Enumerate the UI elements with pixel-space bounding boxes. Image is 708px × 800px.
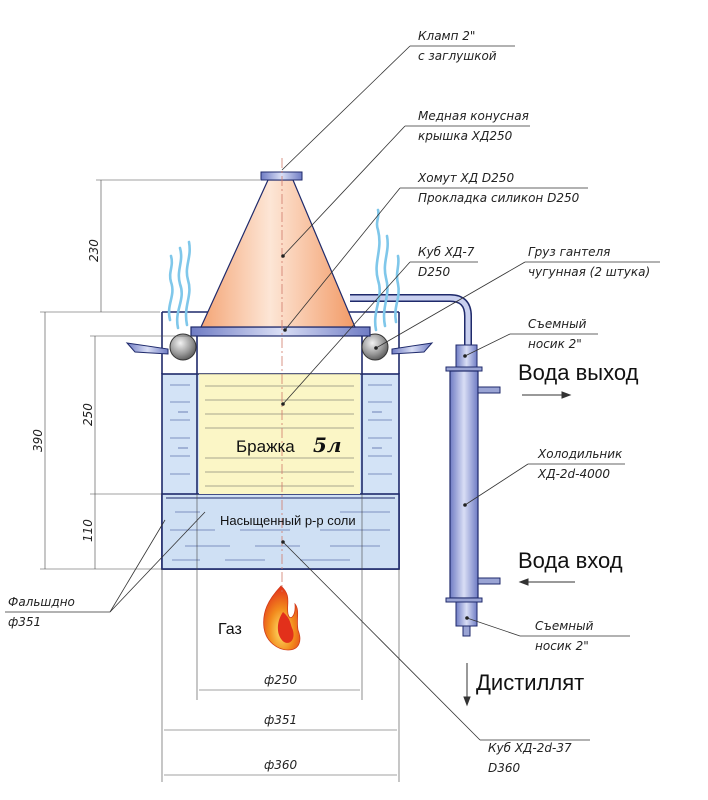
side-handles	[125, 342, 434, 355]
label-mash-volume: 5л	[313, 433, 342, 457]
weight-balls	[169, 333, 389, 361]
label-cube7-2: D250	[418, 265, 451, 279]
label-collar-2: Прокладка силикон D250	[418, 191, 580, 205]
collar-ring	[190, 326, 371, 337]
label-distillate: Дистиллят	[476, 670, 584, 695]
label-false-bottom-2: ф351	[8, 615, 41, 629]
label-cube37-1: Куб ХД-2d-37	[488, 741, 572, 755]
dimension-lines-bottom	[161, 494, 400, 782]
label-spout-top-1: Съемный	[528, 317, 587, 331]
dim-d250: ф250	[264, 673, 298, 687]
leader-dots	[281, 254, 469, 620]
label-salt: Насыщенный р-р соли	[220, 513, 356, 528]
label-clamp-1: Кламп 2"	[418, 29, 475, 43]
label-spout-top-2: носик 2"	[528, 337, 582, 351]
vapor-pipe	[350, 294, 472, 345]
label-weight-2: чугунная (2 штука)	[528, 265, 650, 279]
mash-cube	[197, 373, 362, 494]
condenser	[445, 344, 501, 637]
label-clamp-2: с заглушкой	[418, 49, 497, 63]
dim-d360: ф360	[264, 758, 298, 772]
dimension-lines-left	[40, 179, 260, 570]
callout-labels: Кламп 2" с заглушкой Медная конусная кры…	[8, 29, 650, 775]
gas-flame	[263, 585, 301, 651]
dim-250: 250	[81, 403, 95, 426]
flow-arrows	[463, 391, 575, 707]
dimension-labels: 230 390 250 110 ф250 ф351 ф360	[31, 239, 298, 772]
salt-solution	[161, 493, 400, 570]
label-lid-1: Медная конусная	[418, 109, 529, 123]
label-spout-bottom-1: Съемный	[535, 619, 594, 633]
label-water-out: Вода выход	[518, 360, 639, 385]
dim-110: 110	[81, 519, 95, 542]
label-collar-1: Хомут ХД D250	[417, 171, 514, 185]
label-lid-2: крышка ХД250	[418, 129, 513, 143]
label-cooler-2: ХД-2d-4000	[537, 467, 610, 481]
dim-d351: ф351	[264, 713, 297, 727]
dim-230: 230	[87, 239, 101, 262]
label-false-bottom-1: Фальшдно	[8, 595, 75, 609]
label-cube7-1: Куб ХД-7	[418, 245, 475, 259]
label-mash: Бражка	[236, 437, 295, 456]
steam-wisps	[167, 208, 400, 332]
label-spout-bottom-2: носик 2"	[535, 639, 589, 653]
copper-cone-lid	[200, 171, 356, 328]
dim-390: 390	[31, 429, 45, 452]
label-weight-1: Груз гантеля	[528, 245, 610, 259]
label-gas: Газ	[218, 621, 242, 638]
leader-lines	[5, 45, 660, 741]
label-water-in: Вода вход	[518, 548, 623, 573]
label-cooler-1: Холодильник	[537, 447, 623, 461]
label-cube37-2: D360	[488, 761, 521, 775]
